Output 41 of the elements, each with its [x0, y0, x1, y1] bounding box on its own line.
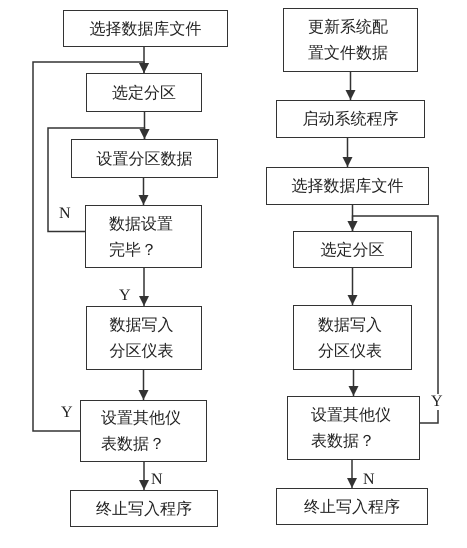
process-box	[71, 139, 218, 178]
process-box	[86, 306, 202, 370]
arrow	[348, 268, 358, 305]
step-text: 终止写入程序	[96, 498, 192, 520]
process-box	[287, 396, 420, 460]
step-text: 设置其他仪表数据？	[101, 407, 182, 455]
arrow	[139, 268, 149, 306]
process-box	[63, 10, 228, 47]
arrow	[138, 178, 148, 205]
edge-label: Y	[430, 394, 444, 410]
arrow	[342, 138, 352, 167]
process-box	[266, 167, 429, 205]
step-text: 数据写入分区仪表	[110, 314, 175, 362]
arrow	[32, 61, 149, 432]
process-box	[283, 8, 418, 72]
arrow	[139, 462, 149, 490]
arrow	[346, 72, 356, 100]
process-box	[86, 73, 202, 112]
step-text: 设置其他仪表数据？	[311, 404, 392, 452]
process-box	[293, 305, 412, 370]
arrow	[348, 215, 439, 424]
step-text: 选定分区	[320, 238, 384, 261]
process-box	[80, 400, 207, 462]
process-box	[70, 490, 218, 527]
step-text: 选定分区	[112, 82, 176, 104]
step-text: 终止写入程序	[304, 496, 400, 518]
process-box	[276, 100, 425, 138]
arrow	[348, 370, 358, 396]
process-box	[276, 488, 428, 525]
step-text: 数据写入分区仪表	[318, 314, 384, 362]
step-text: 设置分区数据	[96, 148, 192, 170]
step-text: 选择数据库文件	[292, 175, 404, 198]
step-text: 选择数据库文件	[90, 18, 202, 40]
arrow	[47, 127, 150, 232]
process-box	[85, 205, 202, 268]
step-text: 更新系统配置文件数据	[308, 16, 390, 64]
step-text: 数据设置完毕？	[109, 212, 174, 260]
process-box	[293, 231, 412, 268]
arrow	[138, 370, 148, 400]
step-text: 启动系统程序	[302, 108, 398, 130]
arrow	[347, 460, 357, 488]
